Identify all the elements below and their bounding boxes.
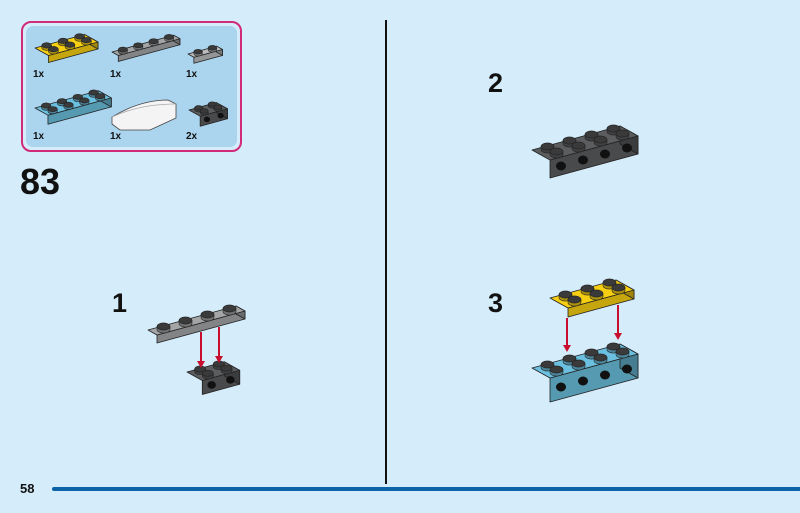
part-qty: 1x <box>186 69 198 80</box>
stud <box>63 101 74 110</box>
side-hole <box>622 143 632 153</box>
stud <box>47 106 58 115</box>
stud <box>79 97 90 106</box>
stud <box>117 46 128 55</box>
stud <box>589 289 604 301</box>
side-hole <box>622 364 632 374</box>
part-qty: 2x <box>186 131 198 142</box>
part-light-gray-plate-1x2-rounded <box>187 45 223 64</box>
stud <box>41 102 52 111</box>
sub-step-number: 3 <box>488 288 504 318</box>
step3-yellow-plate <box>549 278 635 318</box>
stud <box>207 101 217 109</box>
step1-gray-plate <box>147 304 246 344</box>
stud <box>593 353 608 365</box>
stud <box>615 129 630 141</box>
stud <box>615 347 630 359</box>
stud <box>222 304 237 316</box>
side-hole <box>217 112 224 119</box>
part-qty: 1x <box>33 131 45 142</box>
page-number: 58 <box>20 481 35 496</box>
placement-arrow <box>215 327 223 363</box>
stud <box>95 93 106 102</box>
page-divider <box>385 20 387 484</box>
part-gray-plate-1x4 <box>111 34 181 62</box>
part-yellow-plate-2x3 <box>34 33 99 63</box>
side-hole <box>556 161 566 171</box>
step1-bracket <box>186 360 241 395</box>
main-step-number: 83 <box>20 161 61 202</box>
stud <box>207 45 217 53</box>
step2-assembly <box>531 124 639 179</box>
stud <box>549 365 564 377</box>
stud <box>213 104 223 112</box>
side-hole <box>600 370 610 380</box>
sub-step-number: 2 <box>488 68 504 98</box>
stud <box>571 141 586 153</box>
part-blue-plate-2x4 <box>34 89 112 125</box>
stud <box>220 364 233 375</box>
stud <box>193 49 203 57</box>
stud <box>549 147 564 159</box>
side-hole <box>226 376 235 384</box>
stud <box>562 354 577 366</box>
stud <box>133 42 144 51</box>
stud <box>156 322 171 334</box>
stud <box>178 316 193 328</box>
part-qty: 1x <box>110 69 122 80</box>
part-qty: 1x <box>33 69 45 80</box>
stud <box>611 283 626 295</box>
stud <box>200 310 215 322</box>
stud <box>64 41 76 50</box>
placement-arrow <box>197 332 205 368</box>
page-progress-bar <box>52 487 800 491</box>
placement-arrow <box>614 305 622 340</box>
stud <box>48 46 59 55</box>
stud <box>593 135 608 147</box>
stud <box>72 93 83 102</box>
stud <box>571 359 586 371</box>
stud <box>164 34 174 42</box>
part-white-curved-slope <box>111 99 177 131</box>
side-hole <box>207 381 216 389</box>
side-hole <box>600 149 610 159</box>
stud <box>202 369 214 380</box>
stud <box>148 38 159 47</box>
stud <box>567 295 582 307</box>
placement-arrow <box>563 318 571 352</box>
side-hole <box>203 116 211 123</box>
step3-blue-assembly <box>531 342 639 403</box>
stud <box>57 98 67 107</box>
stud <box>199 108 209 116</box>
side-hole <box>556 382 566 392</box>
stud <box>74 33 85 42</box>
sub-step-number: 1 <box>112 288 128 318</box>
stud <box>81 37 92 46</box>
part-qty: 1x <box>110 131 122 142</box>
part-dark-gray-bracket-2x2 <box>188 101 228 127</box>
side-hole <box>578 155 588 165</box>
side-hole <box>578 376 588 386</box>
